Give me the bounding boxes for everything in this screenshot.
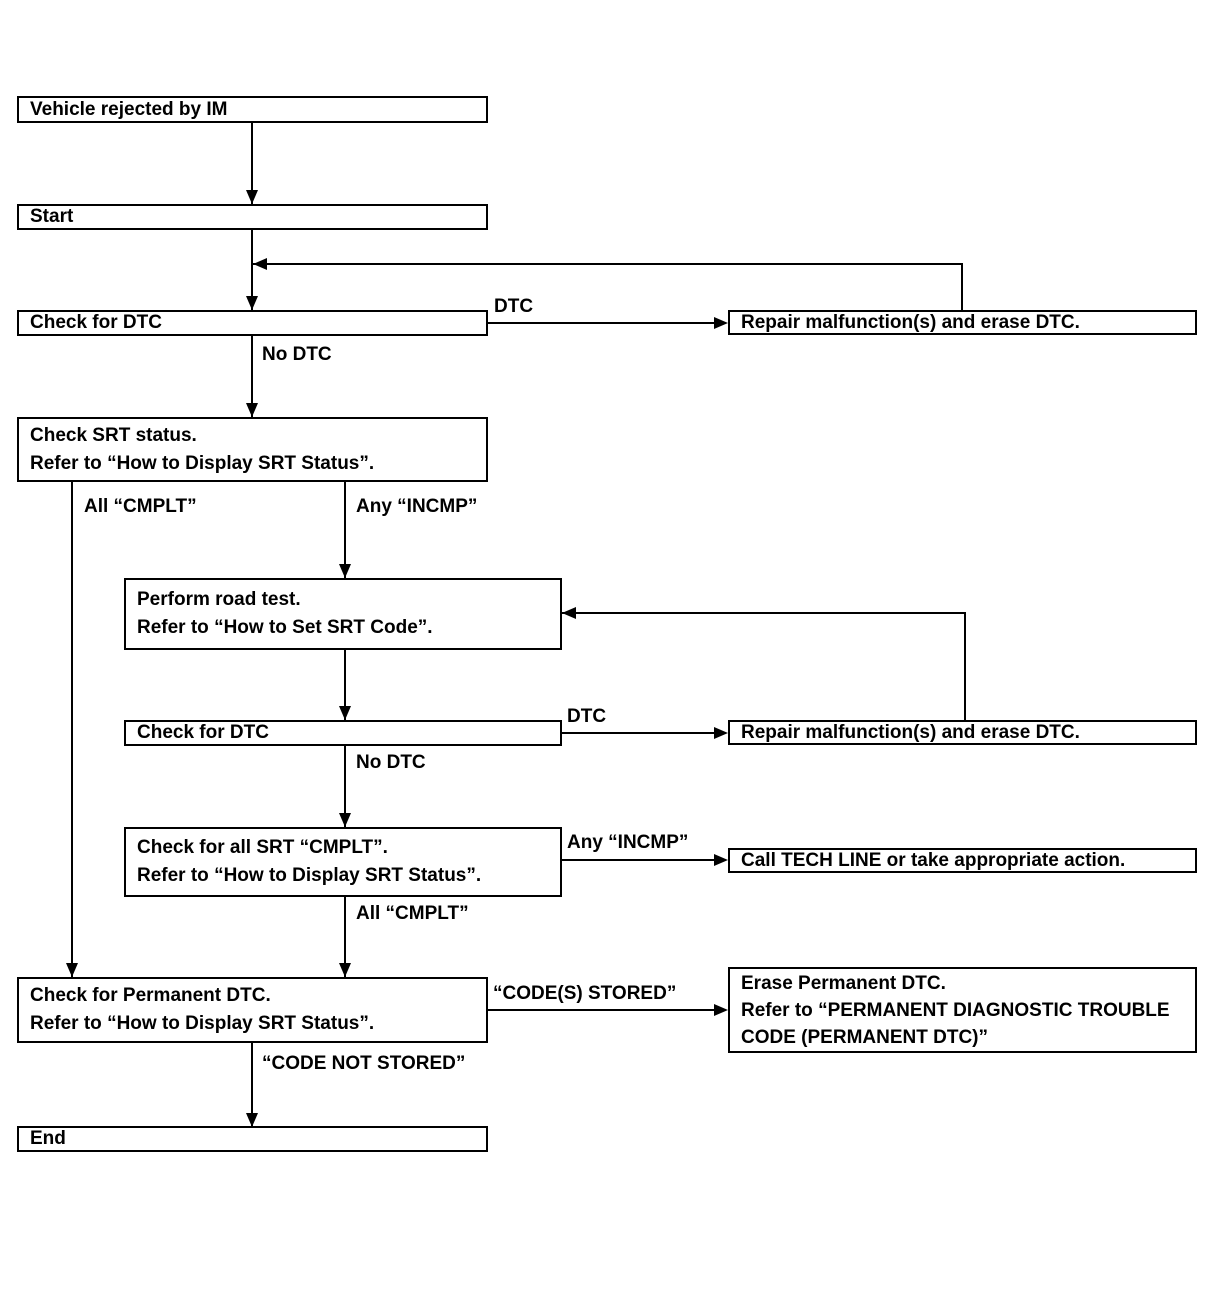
node-repair-malfunctions-1: Repair malfunction(s) and erase DTC. — [728, 310, 1197, 335]
node-text: Erase Permanent DTC. — [741, 972, 946, 994]
node-repair-malfunctions-2: Repair malfunction(s) and erase DTC. — [728, 720, 1197, 745]
node-text: Refer to “How to Set SRT Code”. — [137, 617, 433, 638]
connector-feedback1-horizontal — [253, 263, 963, 265]
node-perform-road-test: Perform road test. Refer to “How to Set … — [124, 578, 562, 650]
connector-feedback1-vertical — [961, 263, 963, 311]
node-check-for-permanent-dtc: Check for Permanent DTC. Refer to “How t… — [17, 977, 488, 1043]
node-text: Check SRT status. — [30, 424, 197, 446]
edge-label-any-incmp-mid: Any “INCMP” — [356, 496, 478, 517]
connector-checkallsrt-to-checkpermanent — [344, 897, 346, 977]
arrowhead-into-calltech — [714, 854, 728, 866]
node-text: Refer to “How to Display SRT Status”. — [30, 1013, 375, 1034]
connector-checkdtc2-to-repair2 — [562, 732, 718, 734]
node-erase-permanent-dtc: Erase Permanent DTC. Refer to “PERMANENT… — [728, 967, 1197, 1053]
node-text: Check for Permanent DTC. — [30, 985, 271, 1006]
node-check-for-dtc-2: Check for DTC — [124, 720, 562, 746]
node-text: Repair malfunction(s) and erase DTC. — [741, 721, 1080, 743]
connector-checkpermanent-to-end — [251, 1043, 253, 1127]
node-text: CODE (PERMANENT DTC)” — [741, 1026, 988, 1048]
edge-label-no-dtc-top: No DTC — [262, 344, 332, 365]
arrowhead-into-end — [246, 1113, 258, 1127]
connector-allcmplt-left-branch — [71, 482, 73, 977]
node-text: Check for DTC — [30, 312, 162, 333]
node-text: Refer to “How to Display SRT Status”. — [30, 452, 375, 474]
node-text: Refer to “PERMANENT DIAGNOSTIC TROUBLE — [741, 999, 1170, 1021]
connector-checkdtc2-to-checkallsrt — [344, 746, 346, 827]
node-text: Refer to “How to Display SRT Status”. — [137, 865, 482, 886]
node-text: Check for all SRT “CMPLT”. — [137, 837, 388, 858]
edge-label-dtc-mid: DTC — [567, 706, 607, 727]
node-text: Vehicle rejected by IM — [30, 98, 228, 120]
node-text: Repair malfunction(s) and erase DTC. — [741, 311, 1080, 333]
edge-label-no-dtc-mid: No DTC — [356, 752, 426, 773]
node-end: End — [17, 1126, 488, 1152]
edge-label-dtc-top: DTC — [494, 296, 534, 317]
node-start: Start — [17, 204, 488, 230]
node-text: Call TECH LINE or take appropriate actio… — [741, 849, 1126, 871]
arrowhead-into-start — [246, 190, 258, 204]
connector-feedback2-vertical — [964, 612, 966, 721]
arrowhead-into-checkdtc1 — [246, 296, 258, 310]
node-text: Check for DTC — [137, 722, 269, 743]
arrowhead-feedback2-into-roadtest — [562, 607, 576, 619]
arrowhead-into-repair2 — [714, 727, 728, 739]
edge-label-any-incmp-low: Any “INCMP” — [567, 832, 689, 853]
node-text: Start — [30, 206, 74, 227]
arrowhead-into-checkdtc2 — [339, 706, 351, 720]
arrowhead-into-checksrt — [246, 403, 258, 417]
connector-checkdtc1-to-repair1 — [488, 322, 718, 324]
node-check-all-srt-cmplt: Check for all SRT “CMPLT”. Refer to “How… — [124, 827, 562, 897]
connector-checksrt-to-roadtest — [344, 482, 346, 578]
node-check-for-dtc-1: Check for DTC — [17, 310, 488, 336]
edge-label-all-cmplt-left: All “CMPLT” — [84, 496, 197, 517]
arrowhead-allcmplt-into-checkpermanent — [66, 963, 78, 977]
arrowhead-into-checkallsrt — [339, 813, 351, 827]
connector-roadtest-to-checkdtc2 — [344, 650, 346, 720]
connector-checkdtc1-to-checksrt — [251, 336, 253, 417]
arrowhead-into-checkpermanent — [339, 963, 351, 977]
arrowhead-feedback1 — [253, 258, 267, 270]
edge-label-code-not-stored: “CODE NOT STORED” — [262, 1053, 466, 1074]
connector-checkallsrt-to-calltech — [562, 859, 718, 861]
node-text: End — [30, 1128, 66, 1149]
node-text: Perform road test. — [137, 589, 301, 610]
arrowhead-into-repair1 — [714, 317, 728, 329]
connector-vehicle-to-start — [251, 123, 253, 204]
connector-start-to-checkdtc1 — [251, 230, 253, 310]
connector-checkpermanent-to-erasepermanent — [488, 1009, 718, 1011]
edge-label-all-cmplt-low: All “CMPLT” — [356, 903, 469, 924]
edge-label-codes-stored: “CODE(S) STORED” — [493, 983, 677, 1004]
node-call-tech-line: Call TECH LINE or take appropriate actio… — [728, 848, 1197, 873]
node-vehicle-rejected-by-im: Vehicle rejected by IM — [17, 96, 488, 123]
arrowhead-into-erasepermanent — [714, 1004, 728, 1016]
connector-feedback2-horizontal — [562, 612, 966, 614]
node-check-srt-status: Check SRT status. Refer to “How to Displ… — [17, 417, 488, 482]
arrowhead-into-roadtest — [339, 564, 351, 578]
